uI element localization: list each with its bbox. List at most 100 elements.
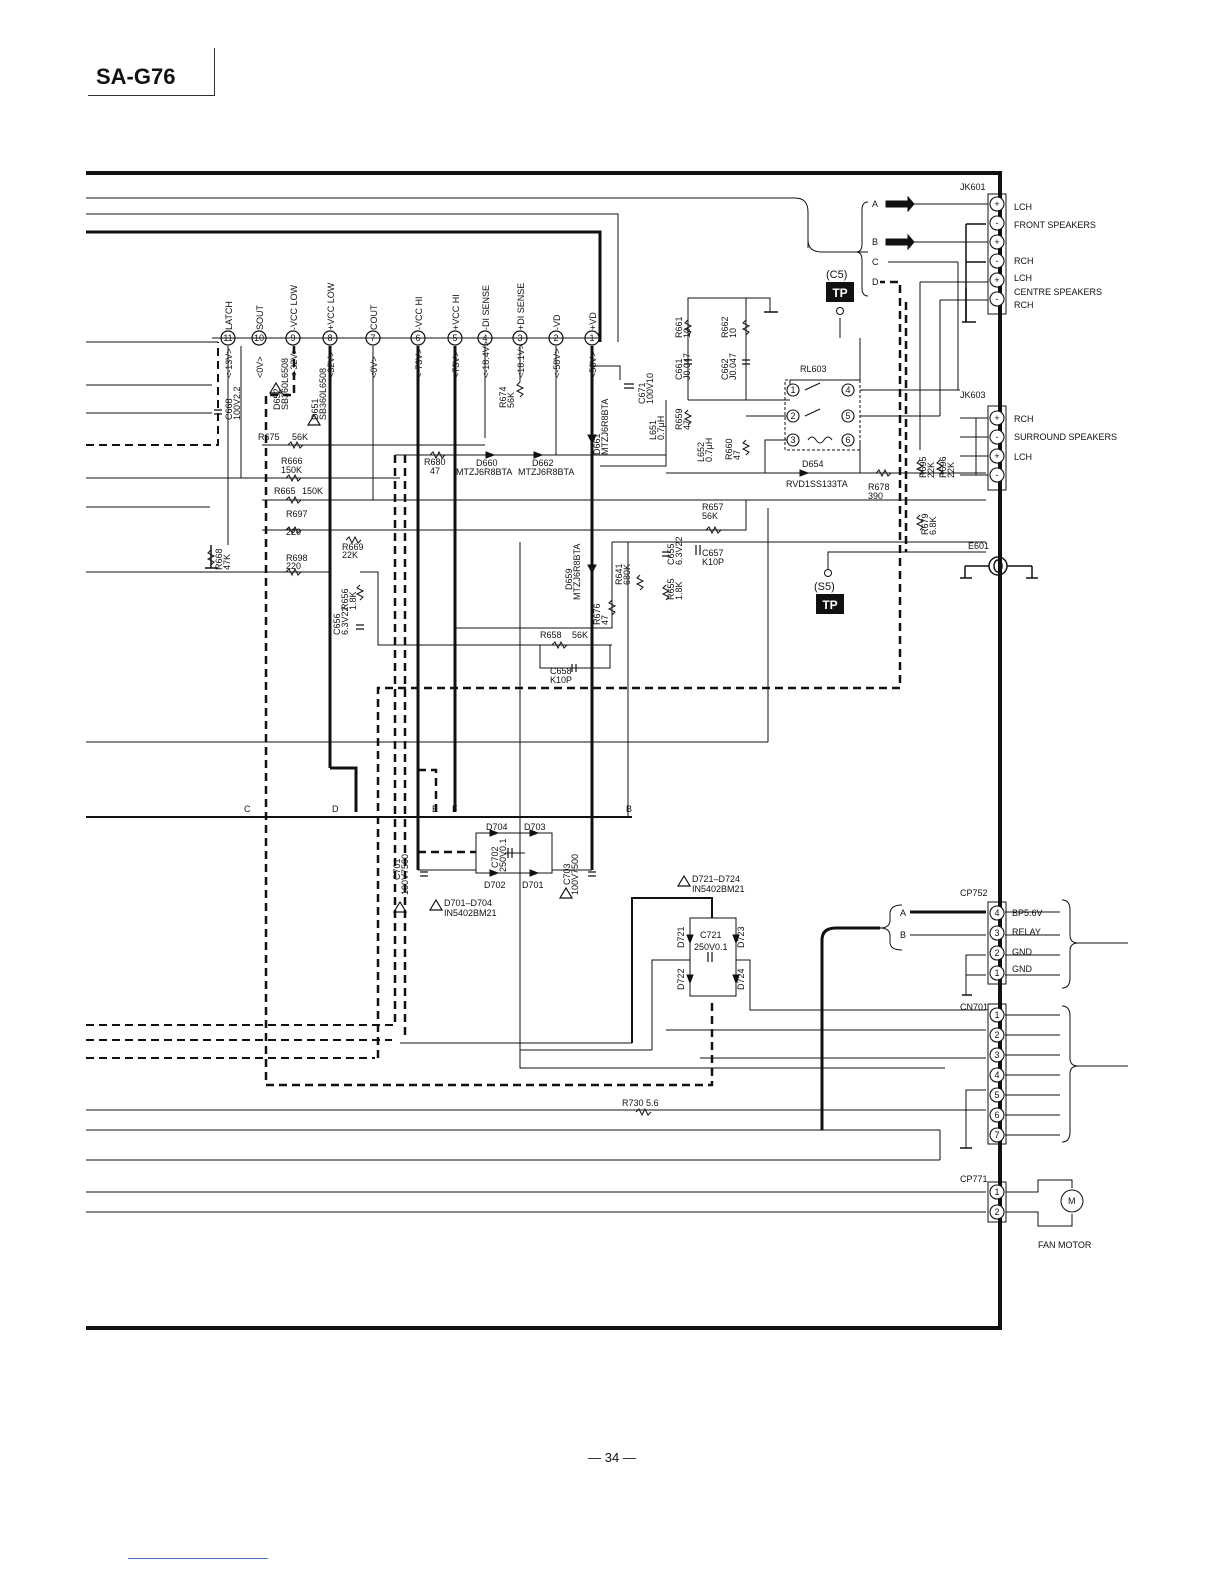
svg-text:CENTRE SPEAKERS: CENTRE SPEAKERS [1014,287,1102,297]
svg-text:D651: D651 [310,398,320,420]
svg-text:MTZJ6R8BTA: MTZJ6R8BTA [600,399,610,455]
svg-text:R658: R658 [540,630,562,640]
connector-pin-label: - [996,256,999,266]
svg-text:D721: D721 [676,926,686,948]
svg-text:100V10: 100V10 [645,373,655,404]
jk601-connector: +-+-+- [987,193,1007,315]
connector-pin-circle [989,196,1005,212]
connector-pin-circle [989,429,1005,445]
svg-text:R665: R665 [274,486,296,496]
connector-pin-label: - [996,218,999,228]
right-output-lines [1005,899,1128,1143]
testpoint-c5 [826,282,854,315]
connector-pin-circle [989,1107,1005,1123]
svg-text:100V7500: 100V7500 [570,854,580,895]
connector-pin-circle [989,1007,1005,1023]
svg-text:LCH: LCH [1014,202,1032,212]
connector-pin-circle [989,905,1005,921]
svg-text:A: A [872,199,878,209]
svg-text:R698: R698 [286,553,308,563]
jk603-ref: JK603 [960,390,986,400]
svg-text:SURROUND SPEAKERS: SURROUND SPEAKERS [1014,432,1117,442]
svg-text:R657: R657 [702,502,724,512]
page-number: — 34 — [588,1450,636,1465]
fan-motor-icon [1006,1179,1084,1227]
svg-text:K10P: K10P [550,675,572,685]
component-labels: C668 100V2.2 D652 SB360L6508 D651 SB360L… [214,316,956,1108]
svg-text:47: 47 [600,615,610,625]
ic-pin-voltage: <-13V> [224,348,234,378]
ic-pin-voltage: <-18.4V> [481,341,491,378]
svg-text:MTZJ6R8BTA: MTZJ6R8BTA [518,467,574,477]
svg-text:250V0.1: 250V0.1 [694,942,728,952]
svg-text:D: D [872,277,879,287]
bridge-rectifier-d701-d704 [418,832,592,874]
svg-text:RCH: RCH [1014,256,1034,266]
testpoint-s5-id: (S5) [814,581,835,593]
connector-pin-circle [989,965,1005,981]
svg-text:B: B [900,930,906,940]
svg-text:D701: D701 [522,880,544,890]
connector-pin-label: 3 [994,928,999,938]
e601-label: E601 [968,541,989,551]
svg-text:C: C [244,804,251,814]
e601-ground-terminal [960,556,1038,579]
connector-pin-label: 5 [994,1090,999,1100]
svg-text:LCH: LCH [1014,452,1032,462]
relay-pin-circle [786,433,800,447]
svg-text:L652: L652 [696,442,706,462]
svg-text:6.8K: 6.8K [928,516,938,535]
svg-text:F: F [452,804,458,814]
footer-rule [128,1558,268,1559]
svg-text:1.8K: 1.8K [348,591,358,610]
connector-pin-circle [989,1204,1005,1220]
svg-text:RVD1SS133TA: RVD1SS133TA [786,479,848,489]
jk603-connector: +-+- [987,405,1007,491]
svg-text:10: 10 [682,328,692,338]
ic-pin-voltage: <0V> [369,356,379,378]
svg-text:R655: R655 [666,578,676,600]
svg-text:C671: C671 [637,382,647,404]
svg-text:C: C [872,257,879,267]
connector-pin-label: 3 [994,1050,999,1060]
svg-text:22K: 22K [946,462,956,478]
connector-pin-circle [989,467,1005,483]
svg-text:680K: 680K [622,564,632,585]
svg-text:D701–D704: D701–D704 [444,898,492,908]
connector-pin-label: + [994,451,999,461]
ic-pin-name: -VCC LOW [289,284,299,330]
svg-text:MTZJ6R8BTA: MTZJ6R8BTA [572,544,582,600]
jk601-pin-wiring [888,203,988,450]
svg-text:C702: C702 [490,846,500,868]
connector-pin-circle [989,234,1005,250]
svg-text:150K: 150K [302,486,323,496]
ic-pin-name: -VCC HI [414,297,424,331]
svg-text:J0.047: J0.047 [682,353,692,380]
svg-text:IN5402BM21: IN5402BM21 [444,908,497,918]
connector-pin-label: 2 [994,1207,999,1217]
relay-rl603 [784,379,861,451]
board-outline [86,171,1002,1330]
capacitor-symbols [214,359,750,962]
cp752-ref: CP752 [960,888,988,898]
ic-pin-name: LATCH [224,301,234,330]
svg-text:C655: C655 [666,543,676,565]
svg-text:L651: L651 [648,420,658,440]
svg-text:22K: 22K [926,462,936,478]
testpoint-s5 [816,551,844,614]
ic-pin-name: +VCC HI [451,294,461,330]
connector-pin-circle [989,925,1005,941]
svg-text:C721: C721 [700,930,722,940]
title-underline [88,95,215,96]
connector-pin-circle [989,1027,1005,1043]
ic-pin-voltage: <-58V> [552,348,562,378]
ground-symbols [205,223,986,1149]
connector-pin-label: 2 [994,948,999,958]
relay-pin-number: 4 [845,385,850,395]
svg-text:47: 47 [430,466,440,476]
